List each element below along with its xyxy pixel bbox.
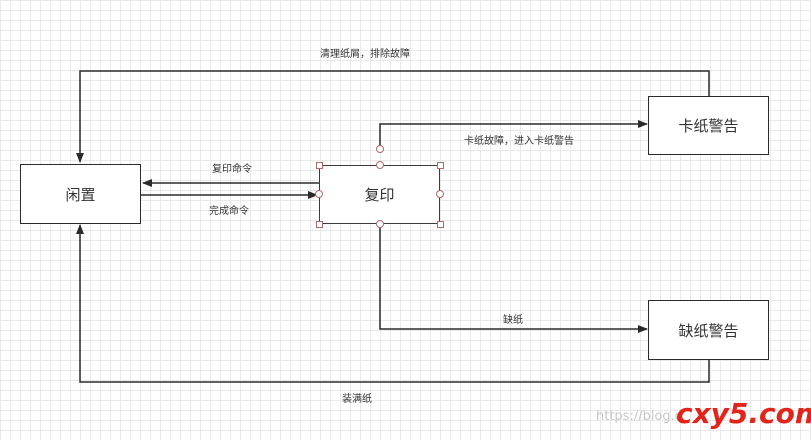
connection-point-right[interactable]: [436, 190, 444, 198]
label-out-of-paper: 缺纸: [503, 315, 523, 326]
label-jam-fault: 卡纸故障，进入卡纸警告: [464, 136, 574, 147]
edge-jam-fault[interactable]: [379, 120, 648, 148]
connection-point-top[interactable]: [376, 145, 384, 153]
state-jam-warning[interactable]: 卡纸警告: [648, 96, 769, 155]
label-complete-command: 完成命令: [209, 206, 249, 217]
resize-handle-top-left[interactable]: [316, 162, 323, 169]
watermark-url: https://blog.c: [596, 409, 682, 424]
state-jam-warning-label: 卡纸警告: [678, 117, 739, 135]
state-idle[interactable]: 闲置: [20, 164, 141, 224]
state-copy-label: 复印: [364, 186, 395, 204]
label-load-paper: 装满纸: [342, 394, 372, 405]
resize-handle-bottom-right[interactable]: [437, 221, 444, 228]
state-paper-out-warning-label: 缺纸警告: [678, 321, 739, 340]
edge-out-of-paper[interactable]: [379, 223, 648, 333]
edge-load-paper[interactable]: [76, 224, 710, 383]
connection-point-top-edge[interactable]: [376, 161, 384, 169]
state-copy[interactable]: 复印: [319, 165, 440, 224]
label-clear-jam: 清理纸屑，排除故障: [320, 49, 410, 60]
resize-handle-bottom-left[interactable]: [316, 221, 323, 228]
state-paper-out-warning[interactable]: 缺纸警告: [648, 300, 769, 360]
connection-point-bottom[interactable]: [376, 220, 384, 228]
label-copy-command: 复印命令: [212, 164, 252, 175]
watermark-logo: cxy5.com: [676, 397, 811, 430]
state-idle-label: 闲置: [65, 185, 96, 204]
edge-clear-jam[interactable]: [76, 70, 710, 163]
resize-handle-top-right[interactable]: [437, 162, 444, 169]
connection-point-left[interactable]: [315, 190, 323, 198]
